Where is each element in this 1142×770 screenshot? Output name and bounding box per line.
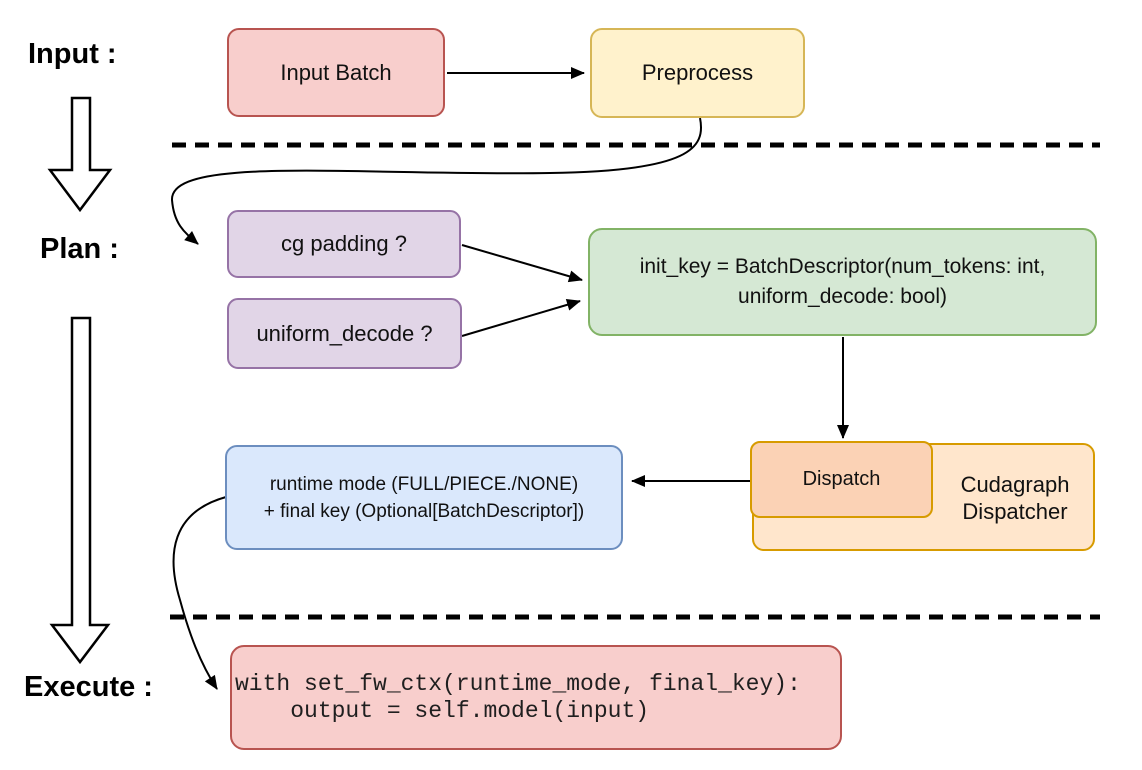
execute-code-line2: output = self.model(input) (235, 697, 650, 724)
input-stage-label: Input : (28, 38, 117, 70)
cudagraph-dispatcher-line1: Cudagraph (960, 472, 1070, 497)
runtime-mode-node: runtime mode (FULL/PIECE./NONE) + final … (225, 445, 623, 550)
plan-stage-label: Plan : (40, 233, 119, 265)
init-key-line2: uniform_decode: bool) (738, 285, 947, 308)
cg-padding-label: cg padding ? (281, 231, 407, 257)
uniform-decode-node: uniform_decode ? (227, 298, 462, 369)
edge-uniformdecode-to-initkey (461, 298, 581, 337)
preprocess-node: Preprocess (590, 28, 805, 118)
input-stage-arrow (47, 96, 113, 213)
execute-code-node: with set_fw_ctx(runtime_mode, final_key)… (230, 645, 842, 750)
init-key-node: init_key = BatchDescriptor(num_tokens: i… (588, 228, 1097, 336)
uniform-decode-label: uniform_decode ? (256, 320, 433, 346)
dispatch-label: Dispatch (802, 468, 881, 491)
runtime-mode-line2: + final key (Optional[BatchDescriptor]) (263, 500, 585, 522)
edge-cgpadding-to-initkey (461, 244, 583, 283)
cudagraph-dispatcher-line2: Dispatcher (962, 499, 1068, 524)
input-batch-label: Input Batch (280, 59, 392, 85)
input-batch-node: Input Batch (227, 28, 445, 117)
cg-padding-node: cg padding ? (227, 210, 461, 278)
preprocess-label: Preprocess (641, 60, 754, 86)
execute-code-line1: with set_fw_ctx(runtime_mode, final_key)… (235, 670, 801, 697)
execute-stage-label: Execute : (24, 671, 153, 703)
cudagraph-dispatcher-label: Cudagraph Dispatcher (933, 468, 1097, 528)
edge-runtime-to-execute (172, 496, 227, 690)
plan-to-execute-stage-arrow (49, 316, 111, 665)
init-key-line1: init_key = BatchDescriptor(num_tokens: i… (639, 255, 1046, 278)
edge-preprocess-to-plan (170, 117, 702, 245)
runtime-mode-line1: runtime mode (FULL/PIECE./NONE) (269, 473, 579, 495)
dispatch-node: Dispatch (750, 441, 933, 518)
